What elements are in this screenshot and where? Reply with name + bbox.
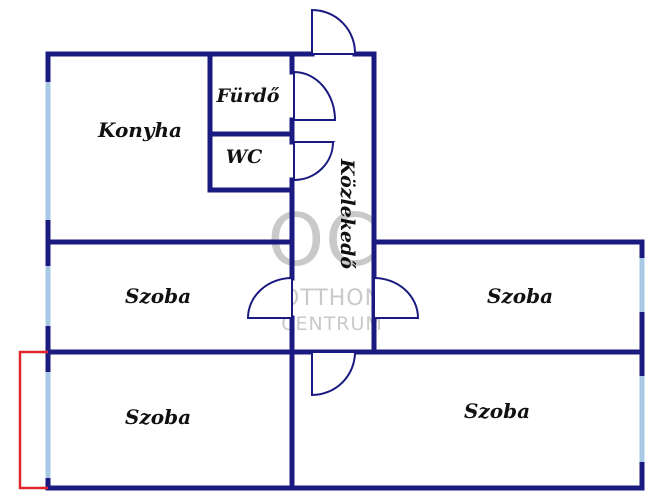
balcony-outline	[18, 350, 48, 490]
szoba-mid-left-door	[246, 276, 293, 319]
entrance-door	[311, 8, 357, 55]
room-label-szoba-bottom-right: Szoba	[464, 399, 530, 423]
otthon-centrum-watermark: OC OTTHON CENTRUM	[268, 198, 383, 335]
szoba-mid-right-door	[373, 276, 420, 319]
watermark-line-2: CENTRUM	[281, 313, 383, 335]
room-label-szoba-mid-right: Szoba	[487, 284, 553, 308]
walls	[45, 51, 645, 491]
room-label-konyha: Konyha	[97, 118, 182, 142]
windows	[45, 82, 645, 478]
room-label-szoba-bottom-left: Szoba	[125, 405, 191, 429]
room-label-kozlekedo: Közlekedő	[336, 158, 358, 269]
wc-door	[293, 141, 335, 182]
watermark-line-1: OTTHON	[282, 286, 382, 311]
bathroom-door	[293, 70, 337, 121]
doors	[246, 8, 420, 397]
room-label-szoba-mid-left: Szoba	[125, 284, 191, 308]
szoba-bottom-door	[311, 351, 357, 397]
room-label-furdo: Fürdő	[216, 85, 280, 107]
room-label-wc: WC	[226, 146, 262, 168]
